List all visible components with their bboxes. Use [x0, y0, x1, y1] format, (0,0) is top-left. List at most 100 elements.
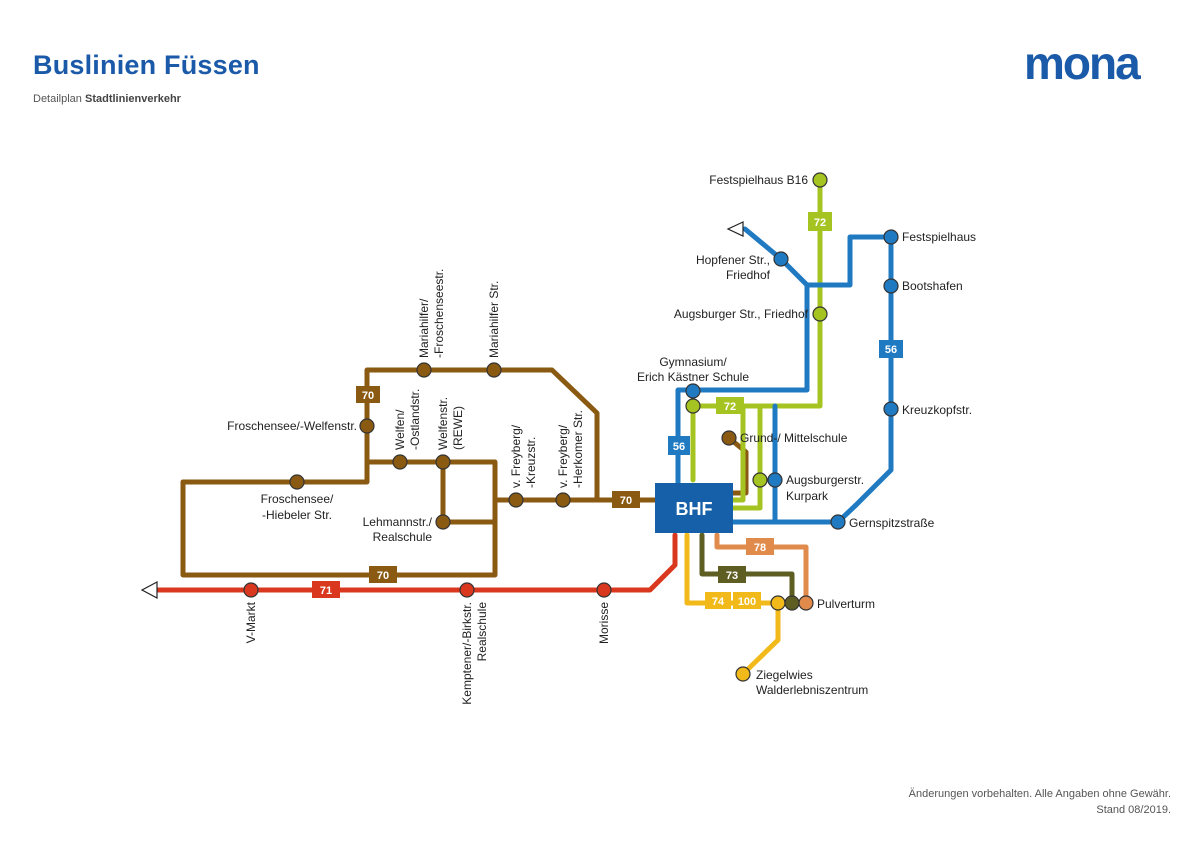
- badge-73-box: [718, 566, 746, 583]
- footer-line-2: Stand 08/2019.: [1096, 804, 1171, 816]
- stop-label-festspielhaus: Festspielhaus: [902, 230, 976, 244]
- stop-label-froschensee-hiebeler-1: Froschensee/: [261, 492, 334, 506]
- badge-70-main-box: [612, 491, 640, 508]
- stop-dot-lehmann[interactable]: [435, 514, 451, 530]
- line-72: [690, 177, 823, 511]
- stop-label-welfen-rewe-2: (REWE): [451, 406, 465, 450]
- stop-label-kemptener-1: Kemptener/-Birkstr.: [460, 602, 474, 705]
- stop-dot-mariahilfer-froschen[interactable]: [416, 362, 432, 378]
- badge-70-top: 70: [362, 390, 374, 402]
- stop-label-freyberg-herkomer-2: -Herkomer Str.: [571, 410, 585, 488]
- stop-dot-gernspitz[interactable]: [830, 514, 846, 530]
- stop-label-gernspitz: Gernspitzstraße: [849, 516, 935, 530]
- stop-dot-mariahilfer[interactable]: [486, 362, 502, 378]
- stop-label-ziegelwies-1: Ziegelwies: [756, 668, 813, 682]
- line-70: [180, 367, 749, 578]
- stop-dot-freyberg-kreuz[interactable]: [508, 492, 524, 508]
- badge-70-bottom-box: [369, 566, 397, 583]
- stop-dot-gymnasium-56[interactable]: [685, 383, 701, 399]
- stop-dot-froschensee-welfen[interactable]: [359, 418, 375, 434]
- line-73: [699, 532, 795, 606]
- stop-label-kemptener-2: Realschule: [475, 602, 489, 662]
- stop-dot-vmarkt[interactable]: [243, 582, 259, 598]
- badge-71: 71: [320, 585, 332, 597]
- badge-56-left: 56: [673, 441, 685, 453]
- badge-56-right: 56: [885, 344, 897, 356]
- stop-dot-augsburger-friedhof[interactable]: [812, 306, 828, 322]
- badge-100-box: [733, 592, 761, 609]
- stop-label-gymnasium-2: Erich Kästner Schule: [637, 370, 749, 384]
- stop-label-freyberg-herkomer-1: v. Freyberg/: [556, 424, 570, 488]
- stop-dot-welfen-ostland[interactable]: [392, 454, 408, 470]
- footer-line-1: Änderungen vorbehalten. Alle Angaben ohn…: [908, 788, 1171, 800]
- badge-71-box: [312, 581, 340, 598]
- badge-72-top-box: [808, 212, 832, 231]
- badge-74: 74: [712, 596, 725, 608]
- stop-dot-festspielhaus[interactable]: [883, 229, 899, 245]
- subtitle-prefix: Detailplan: [33, 93, 85, 105]
- stop-dot-pulverturm-78[interactable]: [798, 595, 814, 611]
- badge-72-mid: 72: [724, 401, 736, 413]
- badge-72-mid-box: [716, 397, 744, 414]
- badge-70-bottom: 70: [377, 570, 389, 582]
- stop-label-pulverturm: Pulverturm: [817, 597, 875, 611]
- badge-70-main: 70: [620, 495, 632, 507]
- stop-dot-pulverturm-74[interactable]: [770, 595, 786, 611]
- subtitle-bold: Stadtlinienverkehr: [84, 93, 181, 105]
- line-56-direction-arrow: [726, 221, 744, 237]
- hub-bhf-box[interactable]: [655, 483, 733, 533]
- page-title: Buslinien Füssen: [33, 50, 260, 80]
- stop-dot-augsburgerstr-56[interactable]: [767, 472, 783, 488]
- badge-72-top: 72: [814, 217, 826, 229]
- stop-dot-bootshafen[interactable]: [883, 278, 899, 294]
- stop-label-mariahilfer: Mariahilfer Str.: [487, 281, 501, 358]
- stop-label-augsburgerstr-1: Augsburgerstr.: [786, 473, 864, 487]
- stop-label-augsburgerstr-2: Kurpark: [786, 489, 829, 503]
- stop-dot-kreuzkopf[interactable]: [883, 401, 899, 417]
- stop-dot-pulverturm-73[interactable]: [784, 595, 800, 611]
- stop-label-welfen-rewe-1: Welfenstr.: [436, 397, 450, 450]
- stop-dot-grund-mittel[interactable]: [721, 430, 737, 446]
- stop-label-kreuzkopf: Kreuzkopfstr.: [902, 403, 972, 417]
- stop-dot-morisse[interactable]: [596, 582, 612, 598]
- stop-dot-festspielhaus-b16[interactable]: [812, 172, 828, 188]
- stop-label-lehmann-2: Realschule: [373, 530, 433, 544]
- stop-label-grund-mittel: Grund-/ Mittelschule: [740, 431, 848, 445]
- stop-label-freyberg-kreuz-2: -Kreuzstr.: [524, 437, 538, 488]
- stop-label-gymnasium-1: Gymnasium/: [659, 355, 727, 369]
- stop-label-hopfener-1: Hopfener Str.,: [696, 253, 770, 267]
- footer-disclaimer: Änderungen vorbehalten. Alle Angaben ohn…: [909, 786, 1171, 818]
- stop-dot-ziegelwies[interactable]: [735, 666, 751, 682]
- stop-dot-freyberg-herkomer[interactable]: [555, 492, 571, 508]
- badge-73: 73: [726, 570, 738, 582]
- stop-label-welfen-ostland-1: Welfen/: [393, 409, 407, 450]
- stop-dot-welfen-rewe[interactable]: [435, 454, 451, 470]
- badge-56-left-box: [668, 436, 690, 455]
- stop-label-froschensee-welfen: Froschensee/-Welfenstr.: [227, 419, 357, 433]
- badge-78-box: [746, 538, 774, 555]
- stop-dot-kemptener[interactable]: [459, 582, 475, 598]
- stop-label-freyberg-kreuz-1: v. Freyberg/: [509, 424, 523, 488]
- stop-label-bootshafen: Bootshafen: [902, 279, 963, 293]
- stop-label-vmarkt: V-Markt: [244, 601, 258, 643]
- badge-100: 100: [738, 596, 756, 608]
- stop-label-augsburger-friedhof: Augsburger Str., Friedhof: [674, 307, 809, 321]
- badge-74-box: [705, 592, 731, 609]
- stop-label-mariahilfer-froschen-2: -Froschenseestr.: [432, 269, 446, 358]
- stop-label-festspielhaus-b16: Festspielhaus B16: [709, 173, 808, 187]
- stop-label-froschensee-hiebeler-2: -Hiebeler Str.: [262, 508, 332, 522]
- badge-56-right-box: [879, 340, 903, 358]
- stop-dot-hopfener[interactable]: [773, 251, 789, 267]
- badge-78: 78: [754, 542, 766, 554]
- stop-label-lehmann-1: Lehmannstr./: [363, 515, 433, 529]
- line-71: [154, 532, 678, 593]
- hub-bhf-label: BHF: [676, 499, 713, 519]
- mona-logo: mona: [1024, 37, 1141, 89]
- stop-dot-augsburgerstr-72[interactable]: [752, 472, 768, 488]
- page-subtitle: Detailplan Stadtlinienverkehr: [33, 93, 181, 105]
- badge-70-top-box: [356, 386, 380, 403]
- stop-label-ziegelwies-2: Walderlebniszentrum: [756, 683, 868, 697]
- stop-dot-gymnasium-72[interactable]: [685, 398, 701, 414]
- stop-dot-froschensee-hiebeler[interactable]: [289, 474, 305, 490]
